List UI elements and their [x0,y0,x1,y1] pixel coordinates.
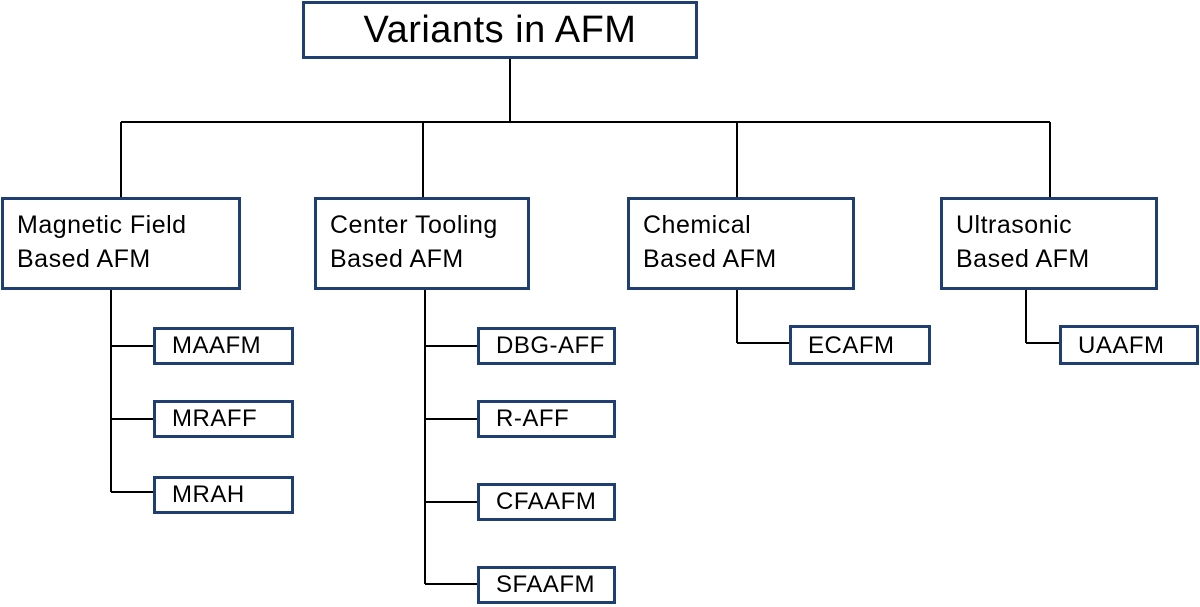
leaf-uaafm: UAAFM [1059,325,1199,365]
category-label-line2: Based AFM [330,245,464,273]
category-chemical: Chemical Based AFM [627,197,855,290]
category-label-line1: Magnetic Field [17,211,187,239]
leaf-cfaafm: CFAAFM [477,483,616,521]
leaf-ecafm: ECAFM [789,325,931,365]
leaf-label: UAAFM [1078,332,1165,359]
root-node: Variants in AFM [302,1,698,59]
root-label: Variants in AFM [363,8,637,51]
leaf-label: SFAAFM [496,571,596,598]
leaf-dbg-aff: DBG-AFF [477,327,616,365]
leaf-mraff: MRAFF [153,400,294,438]
leaf-label: MRAH [172,481,245,508]
category-label-line2: Based AFM [17,245,151,273]
leaf-r-aff: R-AFF [477,400,616,438]
leaf-label: DBG-AFF [496,332,605,359]
category-center-tooling: Center Tooling Based AFM [314,197,530,290]
leaf-maafm: MAAFM [153,327,294,365]
category-label-line1: Center Tooling [330,211,498,239]
category-label-line1: Ultrasonic [956,211,1073,239]
leaf-mrah: MRAH [153,476,294,514]
category-label-line2: Based AFM [956,245,1090,273]
leaf-label: ECAFM [808,332,895,359]
leaf-label: CFAAFM [496,488,597,515]
category-ultrasonic: Ultrasonic Based AFM [940,197,1158,290]
category-magnetic-field: Magnetic Field Based AFM [1,197,241,290]
category-label-line1: Chemical [643,211,752,239]
category-label-line2: Based AFM [643,245,777,273]
leaf-label: MRAFF [172,405,258,432]
leaf-label: R-AFF [496,405,570,432]
leaf-sfaafm: SFAAFM [477,566,616,604]
leaf-label: MAAFM [172,332,262,359]
